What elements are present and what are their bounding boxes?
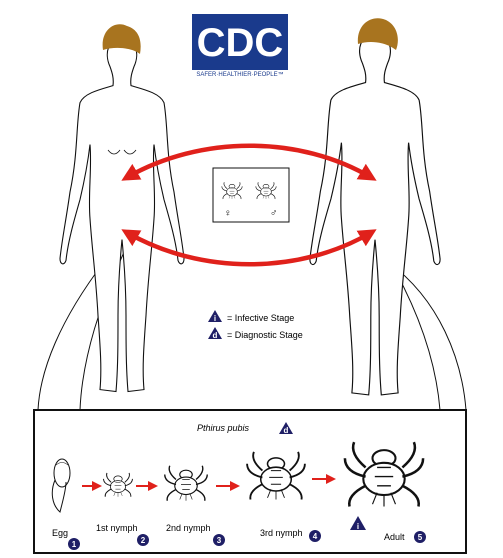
infective-badge-icon	[208, 310, 222, 322]
legend-diagnostic-label: = Diagnostic Stage	[227, 330, 303, 340]
stage-label-adult: Adult	[384, 532, 405, 542]
male-hair	[357, 18, 398, 50]
male-figure	[309, 18, 441, 396]
stage-badge-egg	[68, 538, 80, 550]
stage-number-2nd-nymph: 3	[217, 536, 222, 545]
stage-number-egg: 1	[72, 540, 77, 549]
lice-pair-frame	[212, 167, 290, 223]
left-outer-sweep-line	[37, 261, 105, 411]
stage-badge-2nd-nymph	[213, 534, 225, 546]
stage-badge-3rd-nymph	[309, 530, 321, 542]
cdc-logo-text: CDC	[197, 21, 284, 65]
cdc-logo-tagline: SAFER·HEALTHIER·PEOPLE™	[196, 71, 283, 78]
species-diagnostic-letter: d	[284, 426, 289, 435]
egg-illustration	[51, 458, 71, 513]
male-symbol: ♂	[270, 208, 278, 219]
lifecycle-panel: Pthirus pubis d i Egg 1 1st nymph 2 2nd …	[33, 409, 467, 554]
stage-label-3rd-nymph: 3rd nymph	[260, 528, 303, 538]
legend: i = Infective Stage d = Diagnostic Stage	[208, 310, 303, 340]
stage-label-1st-nymph: 1st nymph	[96, 523, 138, 533]
lice-pair-box: ♀ ♂	[212, 167, 290, 223]
transmission-arrow-upper	[121, 143, 377, 181]
transmission-arrow-lower	[121, 229, 377, 267]
stage-number-1st-nymph: 2	[141, 536, 146, 545]
infective-badge-letter: i	[214, 314, 216, 323]
right-outer-sweep-line	[387, 261, 467, 411]
female-symbol: ♀	[224, 208, 232, 219]
species-diagnostic-icon	[279, 422, 293, 434]
cdc-logo: CDC SAFER·HEALTHIER·PEOPLE™	[192, 14, 288, 78]
adult-infective-letter: i	[357, 522, 359, 531]
stage-number-adult: 5	[418, 533, 423, 542]
legend-infective-label: = Infective Stage	[227, 313, 294, 323]
diagnostic-badge-icon	[208, 327, 222, 339]
female-hair	[102, 24, 141, 54]
stage-badge-1st-nymph	[137, 534, 149, 546]
stage-badge-adult	[414, 531, 426, 543]
stage-label-egg: Egg	[52, 528, 68, 538]
cdc-logo-background	[192, 14, 288, 70]
stage-number-3rd-nymph: 4	[313, 532, 318, 541]
stage-label-2nd-nymph: 2nd nymph	[166, 523, 211, 533]
species-name: Pthirus pubis	[197, 423, 250, 433]
diagnostic-badge-letter: d	[213, 331, 218, 340]
adult-infective-icon	[350, 516, 366, 530]
female-figure	[59, 24, 185, 393]
